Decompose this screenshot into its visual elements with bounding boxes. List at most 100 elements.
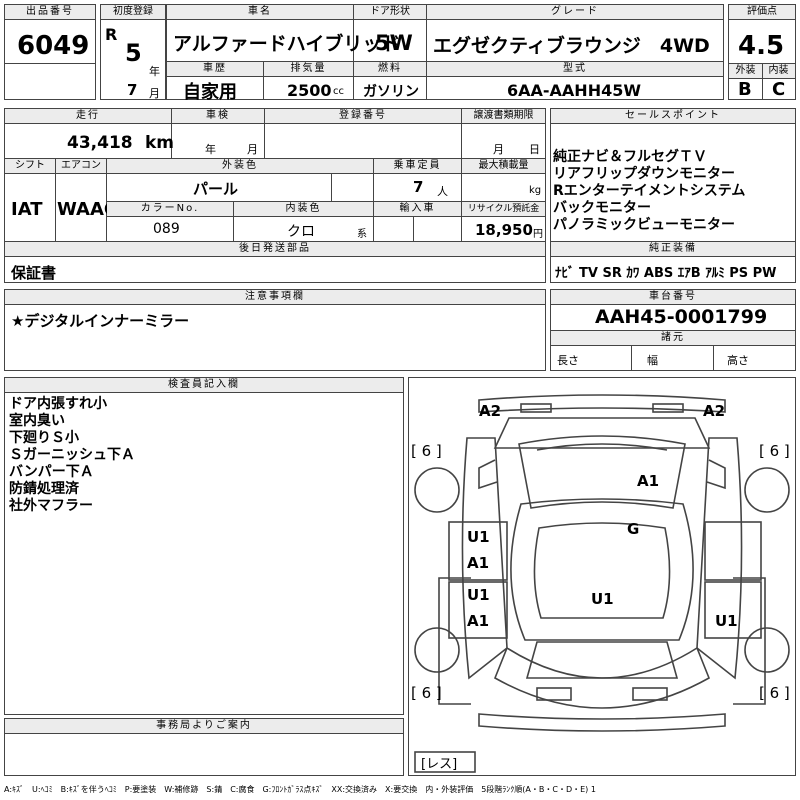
reg-no-header: 登録番号 (265, 109, 461, 124)
sales-point: Rエンターテイメントシステム (553, 183, 746, 199)
sales-point: パノラミックビューモニター (553, 217, 735, 233)
door-header: ドア形状 (354, 5, 426, 20)
int-color-unit: 系 (357, 229, 367, 240)
inspector-note: 防錆処理済 (9, 481, 79, 497)
model-code-header: 型式 (427, 62, 723, 77)
lot-no: 6049 (17, 31, 90, 61)
damage-mark-left-front-door-a: A1 (467, 554, 489, 572)
int-score: C (772, 79, 786, 100)
genuine-equip: ﾅﾋﾞ TV SR ｶﾜ ABS ｴｱB ｱﾙﾐ PS PW (555, 266, 777, 281)
inspector-note: 下廻りＳ小 (9, 430, 79, 446)
sales-points-header: セールスポイント (551, 109, 795, 124)
model-code: 6AA-AAHH45W (507, 81, 641, 100)
legend: A:ｷｽﾞ U:ﾍｺﾐ B:ｷｽﾞを伴うﾍｺﾐ P:要塗装 W:補修跡 S:錆 … (4, 785, 596, 794)
color-block: シフト エアコン 外装色 乗車定員 最大積載量 IAT WAAC パール 7 人… (4, 158, 546, 242)
recycle-unit: 円 (533, 229, 543, 240)
mileage-header: 走行 (5, 109, 171, 124)
score-header: 評価点 (729, 5, 795, 20)
sales-point: リアフリップダウンモニター (553, 166, 735, 182)
tire-tread-front-left: [ 6 ] (411, 442, 442, 460)
history-header: 車歴 (167, 62, 263, 77)
aircon-header: エアコン (56, 159, 106, 174)
tire-tread-front-right: [ 6 ] (759, 442, 790, 460)
car-diagram-svg: A2 A2 A1 G U1 A1 U1 A1 U1 U1 [ 6 ] [ 6 ]… (411, 394, 790, 773)
displacement-unit: cc (333, 86, 344, 97)
int-color-header: 内装色 (234, 202, 373, 217)
office-header: 事務局よりご案内 (5, 719, 403, 734)
dim-length: 長さ (557, 354, 579, 367)
notes-header: 注意事項欄 (5, 290, 545, 305)
damage-mark-left-front-door-u: U1 (467, 528, 490, 546)
max-load-unit: kg (529, 185, 542, 196)
damage-mark-left-rear-door-a: A1 (467, 612, 489, 630)
transfer-month-unit: 月 (493, 143, 504, 156)
color-no: 089 (153, 221, 180, 237)
chassis-cell: 車台番号 AAH45-0001799 諸元 長さ 幅 高さ (550, 289, 796, 371)
grade-header: グレード (427, 5, 723, 20)
inspector-notes-list: ドア内張すれ小 室内臭い 下廻りＳ小 Ｓガーニッシュ下Ａ バンパー下Ａ 防錆処理… (9, 396, 135, 515)
notes: ★デジタルインナーミラー (11, 312, 190, 330)
capacity: 7 (413, 178, 424, 196)
ext-color-header: 外装色 (107, 159, 373, 174)
mileage-row: 走行 車検 登録番号 譲渡書類期限 43,418 km 年 月 月 日 (4, 108, 546, 159)
ext-color: パール (193, 180, 239, 198)
color-no-header: カラーNo. (107, 202, 233, 217)
first-reg-era: R (105, 25, 118, 44)
shift: IAT (11, 199, 43, 220)
lot-no-cell: 出品番号 6049 (4, 4, 96, 100)
shift-header: シフト (5, 159, 55, 174)
ext-score: B (738, 79, 752, 100)
genuine-equip-header: 純正装備 (551, 242, 795, 257)
inspector-note: ドア内張すれ小 (9, 396, 107, 412)
sales-points-cell: セールスポイント 純正ナビ＆フルセグＴＶ リアフリップダウンモニター Rエンター… (550, 108, 796, 242)
damage-mark-front-left: A2 (479, 402, 501, 420)
tire-tread-rear-left: [ 6 ] (411, 684, 442, 702)
inspector-header: 検査員記入欄 (5, 378, 403, 393)
inspector-note: Ｓガーニッシュ下Ａ (9, 447, 135, 463)
aircon: WAAC (57, 199, 118, 220)
displacement: 2500 (287, 81, 332, 100)
spare-tire: [レス] (421, 757, 457, 772)
first-reg-month: 7 (127, 81, 138, 99)
sales-point: 純正ナビ＆フルセグＴＶ (553, 149, 707, 165)
score: 4.5 (738, 31, 785, 61)
mileage-unit: km (145, 133, 175, 153)
model-name: アルファードハイブリッド (173, 33, 401, 55)
genuine-equip-cell: 純正装備 ﾅﾋﾞ TV SR ｶﾜ ABS ｴｱB ｱﾙﾐ PS PW (550, 241, 796, 283)
first-reg-month-unit: 月 (149, 87, 160, 100)
inspection-month-unit: 月 (247, 143, 258, 156)
history: 自家用 (183, 82, 237, 103)
later-parts: 保証書 (11, 264, 57, 282)
dim-height: 高さ (727, 354, 749, 367)
transfer-day-unit: 日 (529, 143, 540, 156)
sales-point: バックモニター (553, 200, 651, 216)
office-cell: 事務局よりご案内 (4, 718, 404, 776)
first-reg-cell: 初度登録 R 5 年 7 月 (100, 4, 166, 100)
displacement-header: 排気量 (264, 62, 353, 77)
later-parts-cell: 後日発送部品 保証書 (4, 241, 546, 283)
mileage: 43,418 (67, 133, 133, 153)
capacity-header: 乗車定員 (374, 159, 461, 174)
int-header: 内装 (762, 64, 795, 79)
inspector-note: 社外マフラー (9, 498, 93, 514)
damage-mark-windshield: G (627, 520, 639, 538)
dimensions-header: 諸元 (551, 330, 795, 346)
first-reg-year-unit: 年 (149, 65, 160, 78)
model-row: 車名 ドア形状 グレード アルファードハイブリッド 5W エグゼクティブラウンジ… (166, 4, 724, 62)
ext-header: 外装 (729, 64, 762, 79)
inspector-note: バンパー下Ａ (9, 464, 94, 480)
model-name-header: 車名 (167, 5, 353, 20)
inspection-year-unit: 年 (205, 143, 216, 156)
recycle-header: リサイクル預託金 (462, 202, 545, 217)
first-reg-year: 5 (125, 39, 142, 67)
int-color: クロ (287, 224, 315, 240)
chassis-no: AAH45-0001799 (595, 306, 768, 328)
score-cell: 評価点 4.5 外装 内装 B C (728, 4, 796, 100)
damage-mark-hood: A1 (637, 472, 659, 490)
sales-points-list: 純正ナビ＆フルセグＴＶ リアフリップダウンモニター Rエンターテイメントシステム… (553, 149, 745, 234)
dim-width: 幅 (647, 354, 658, 367)
damage-mark-left-rear-door-u: U1 (467, 586, 490, 604)
max-load-header: 最大積載量 (462, 159, 545, 174)
inspector-cell: 検査員記入欄 ドア内張すれ小 室内臭い 下廻りＳ小 Ｓガーニッシュ下Ａ バンパー… (4, 377, 404, 715)
first-reg-header: 初度登録 (101, 5, 165, 20)
